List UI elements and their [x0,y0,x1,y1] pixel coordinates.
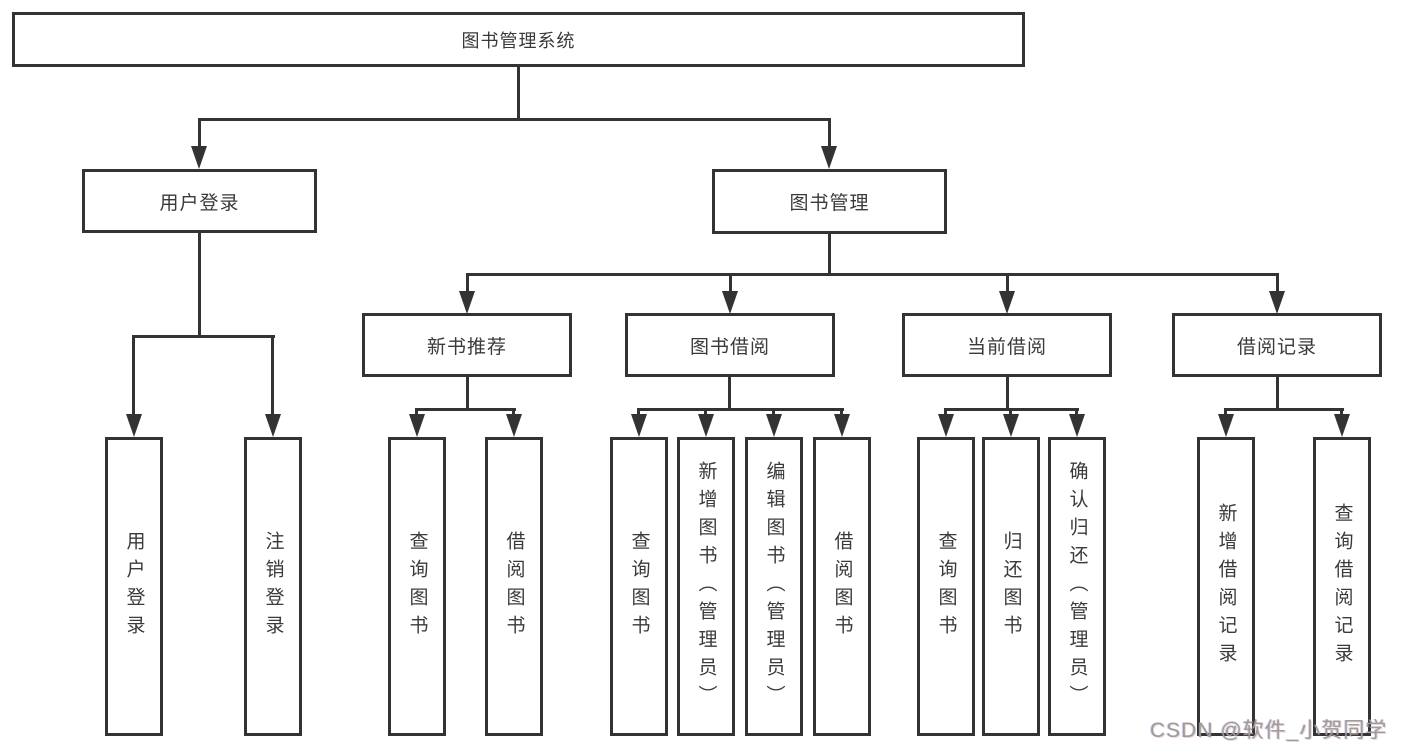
arrowhead-down-icon [834,414,850,437]
arrowhead-down-icon [126,414,142,437]
connector-line [840,411,843,415]
connector-line [828,234,831,276]
node-current-borrow: 当前借阅 [902,313,1112,377]
arrowhead-down-icon [265,414,281,437]
connector-line [1276,276,1279,292]
leaf-return-book: 归还图书 [982,437,1040,736]
node-root-label: 图书管理系统 [461,30,576,51]
leaf-query-book-recommend-label: 查询图书 [406,530,428,643]
connector-line [1224,408,1344,411]
connector-line [198,118,831,121]
leaf-logout-login-label: 注销登录 [262,530,284,643]
arrowhead-down-icon [1218,414,1234,437]
leaf-add-borrow-record-label: 新增借阅记录 [1215,502,1237,671]
leaf-confirm-return-admin: 确认归还（管理员） [1048,437,1106,736]
node-root: 图书管理系统 [12,12,1025,67]
leaf-borrow-book-borrow-label: 借阅图书 [831,530,853,643]
leaf-query-borrow-record-label: 查询借阅记录 [1331,502,1353,671]
arrowhead-down-icon [698,414,714,437]
connector-line [944,411,947,415]
leaf-query-borrow-record: 查询借阅记录 [1313,437,1371,736]
node-user-login-label: 用户登录 [159,192,240,214]
leaf-borrow-book-borrow: 借阅图书 [813,437,871,736]
connector-line [704,411,707,415]
connector-line [637,411,640,415]
leaf-add-book-admin-label: 新增图书（管理员） [695,460,717,713]
connector-line [517,67,520,121]
arrowhead-down-icon [631,414,647,437]
connector-line [1075,411,1078,415]
arrowhead-down-icon [506,414,522,437]
node-book-borrow-label: 图书借阅 [689,336,770,358]
leaf-query-book-borrow-label: 查询图书 [628,530,650,643]
arrowhead-down-icon [1334,414,1350,437]
leaf-user-login: 用户登录 [105,437,163,736]
arrowhead-down-icon [722,291,738,314]
arrowhead-down-icon [1003,414,1019,437]
connector-line [512,411,515,415]
leaf-user-login-label: 用户登录 [123,530,145,643]
connector-line [466,273,1279,276]
node-new-book-recommend: 新书推荐 [362,313,572,377]
connector-line [944,408,1079,411]
arrowhead-down-icon [1069,414,1085,437]
arrowhead-down-icon [459,291,475,314]
connector-line [198,121,201,146]
connector-line [772,411,775,415]
connector-line [1009,411,1012,415]
connector-line [1340,411,1343,415]
arrowhead-down-icon [766,414,782,437]
arrowhead-down-icon [999,291,1015,314]
connector-line [132,335,275,338]
leaf-borrow-book-recommend-label: 借阅图书 [503,530,525,643]
connector-line [1276,377,1279,411]
csdn-watermark: CSDN @软件_小贺同学 [1150,719,1388,742]
leaf-query-book-current: 查询图书 [917,437,975,736]
leaf-query-book-current-label: 查询图书 [935,530,957,643]
connector-line [1006,276,1009,292]
leaf-borrow-book-recommend: 借阅图书 [485,437,543,736]
node-new-book-recommend-label: 新书推荐 [426,336,507,358]
node-borrow-records-label: 借阅记录 [1236,336,1317,358]
connector-line [729,276,732,292]
connector-line [1224,411,1227,415]
node-user-login: 用户登录 [82,169,317,233]
connector-line [637,408,844,411]
connector-line [1006,377,1009,411]
connector-line [271,338,274,414]
leaf-return-book-label: 归还图书 [1000,530,1022,643]
leaf-edit-book-admin: 编辑图书（管理员） [745,437,803,736]
connector-line [466,276,469,292]
arrowhead-down-icon [938,414,954,437]
arrowhead-down-icon [821,146,837,169]
connector-line [466,377,469,411]
leaf-edit-book-admin-label: 编辑图书（管理员） [763,460,785,713]
leaf-logout-login: 注销登录 [244,437,302,736]
connector-line [415,408,516,411]
node-current-borrow-label: 当前借阅 [966,336,1047,358]
connector-line [828,121,831,146]
connector-line [132,338,135,414]
leaf-query-book-recommend: 查询图书 [388,437,446,736]
leaf-confirm-return-admin-label: 确认归还（管理员） [1066,460,1088,713]
connector-line [728,377,731,411]
connector-line [198,233,201,338]
connector-line [415,411,418,415]
arrowhead-down-icon [1269,291,1285,314]
leaf-add-book-admin: 新增图书（管理员） [677,437,735,736]
node-book-borrow: 图书借阅 [625,313,835,377]
arrowhead-down-icon [191,146,207,169]
node-book-management: 图书管理 [712,169,947,234]
arrowhead-down-icon [409,414,425,437]
node-borrow-records: 借阅记录 [1172,313,1382,377]
leaf-add-borrow-record: 新增借阅记录 [1197,437,1255,736]
node-book-management-label: 图书管理 [789,193,870,214]
leaf-query-book-borrow: 查询图书 [610,437,668,736]
